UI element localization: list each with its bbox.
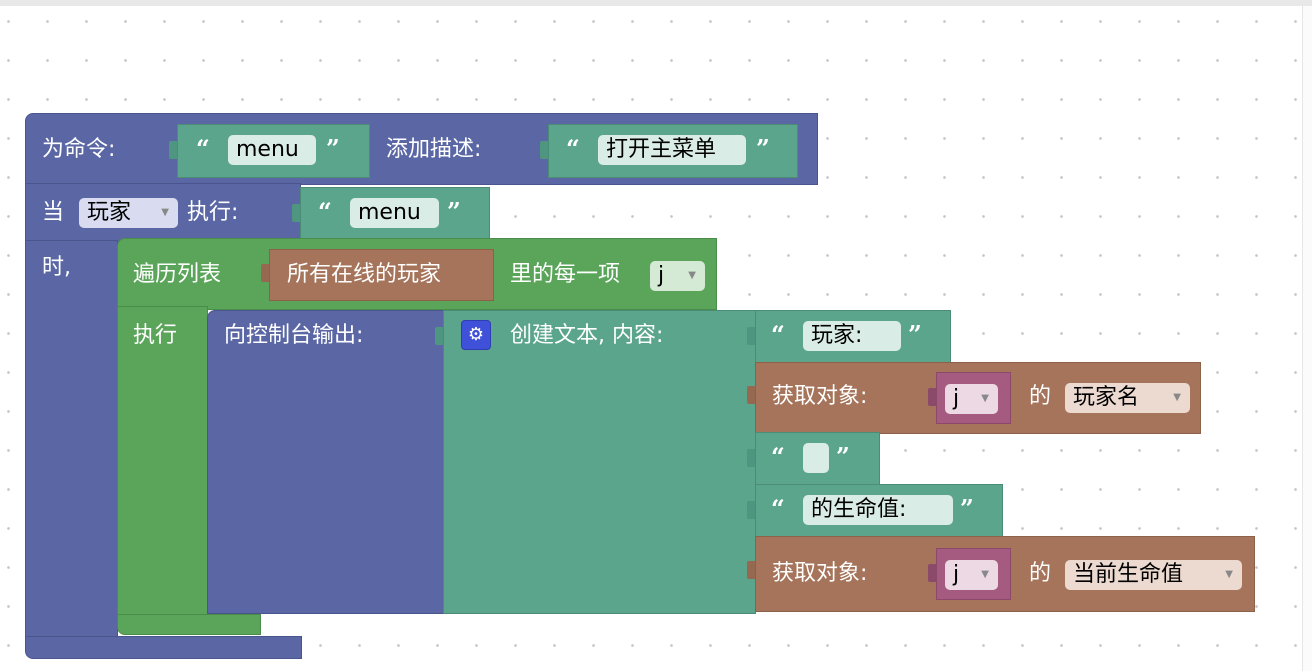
sender-dropdown[interactable]: 玩家 ▼ xyxy=(79,198,178,228)
input-notch xyxy=(747,449,755,467)
input-notch xyxy=(747,561,755,579)
quote-close-icon: ” xyxy=(836,442,850,471)
gear-icon[interactable]: ⚙ xyxy=(461,320,491,350)
quote-close-icon: ” xyxy=(960,494,974,523)
text-item-field[interactable]: 玩家: xyxy=(803,321,901,351)
of-label: 的 xyxy=(1029,384,1052,409)
text-item-field[interactable]: 的生命值: xyxy=(803,495,953,525)
get-object-label: 获取对象: xyxy=(772,561,868,586)
quote-open-icon: “ xyxy=(771,320,785,349)
quote-close-icon: ” xyxy=(908,320,922,349)
dropdown-arrow-icon: ▼ xyxy=(688,270,696,281)
input-notch xyxy=(928,388,936,406)
text-item-field[interactable] xyxy=(803,443,829,473)
print-label: 向控制台输出: xyxy=(224,323,364,348)
input-notch xyxy=(747,327,755,345)
quote-close-icon: ” xyxy=(447,197,461,226)
loop-variable-dropdown[interactable]: j ▼ xyxy=(650,261,705,291)
when-block-spine[interactable] xyxy=(25,240,118,640)
exec-text-field[interactable]: menu xyxy=(350,198,439,228)
print-to-console-block[interactable] xyxy=(207,310,445,614)
top-toolbar-strip xyxy=(0,0,1312,6)
variable-dropdown[interactable]: j ▼ xyxy=(945,560,998,590)
input-notch xyxy=(540,141,548,159)
of-label: 的 xyxy=(1029,561,1052,586)
foreach-block-spine[interactable] xyxy=(117,306,208,618)
input-notch xyxy=(928,564,936,582)
list-source-label: 所有在线的玩家 xyxy=(287,262,442,287)
quote-close-icon: ” xyxy=(756,134,770,163)
create-text-label: 创建文本, 内容: xyxy=(510,323,664,348)
quote-open-icon: “ xyxy=(318,197,332,226)
create-text-block[interactable] xyxy=(443,310,756,614)
quote-open-icon: “ xyxy=(566,134,580,163)
do-label: 执行 xyxy=(133,323,178,348)
time-label: 时, xyxy=(42,255,71,280)
input-notch xyxy=(435,327,443,345)
property-value: 当前生命值 xyxy=(1073,562,1184,587)
command-name-field[interactable]: menu xyxy=(228,135,316,165)
input-notch xyxy=(292,204,300,222)
input-notch xyxy=(747,501,755,519)
property-dropdown[interactable]: 玩家名 ▼ xyxy=(1065,383,1190,413)
each-item-label: 里的每一项 xyxy=(510,262,621,287)
dropdown-arrow-icon: ▼ xyxy=(1225,569,1233,580)
command-label: 为命令: xyxy=(42,137,116,162)
dropdown-arrow-icon: ▼ xyxy=(981,569,989,580)
input-notch xyxy=(169,141,177,159)
dropdown-arrow-icon: ▼ xyxy=(161,207,169,218)
quote-close-icon: ” xyxy=(326,134,340,163)
input-notch xyxy=(261,264,269,282)
loop-variable-value: j xyxy=(658,263,665,288)
foreach-block-footer[interactable] xyxy=(117,614,261,635)
description-text-block[interactable] xyxy=(548,124,798,178)
variable-dropdown[interactable]: j ▼ xyxy=(945,384,998,414)
sender-dropdown-value: 玩家 xyxy=(87,200,132,225)
property-dropdown[interactable]: 当前生命值 ▼ xyxy=(1065,560,1242,590)
description-field[interactable]: 打开主菜单 xyxy=(598,135,746,165)
right-panel-edge xyxy=(1302,6,1312,671)
get-object-label: 获取对象: xyxy=(772,384,868,409)
list-source-block[interactable] xyxy=(269,249,494,301)
quote-open-icon: “ xyxy=(196,134,210,163)
quote-open-icon: “ xyxy=(771,494,785,523)
execute-label: 执行: xyxy=(187,200,239,225)
workspace[interactable]: 为命令: “ menu ” 添加描述: “ 打开主菜单 ” 当 玩家 ▼ 执行:… xyxy=(0,6,1302,671)
dropdown-arrow-icon: ▼ xyxy=(981,393,989,404)
dropdown-arrow-icon: ▼ xyxy=(1173,392,1181,403)
description-label: 添加描述: xyxy=(386,137,482,162)
variable-value: j xyxy=(953,386,960,411)
when-label: 当 xyxy=(42,200,65,225)
property-value: 玩家名 xyxy=(1073,385,1140,410)
foreach-label: 遍历列表 xyxy=(133,262,222,287)
quote-open-icon: “ xyxy=(771,442,785,471)
when-block-footer[interactable] xyxy=(25,636,302,659)
input-notch xyxy=(747,386,755,404)
variable-value: j xyxy=(953,562,960,587)
